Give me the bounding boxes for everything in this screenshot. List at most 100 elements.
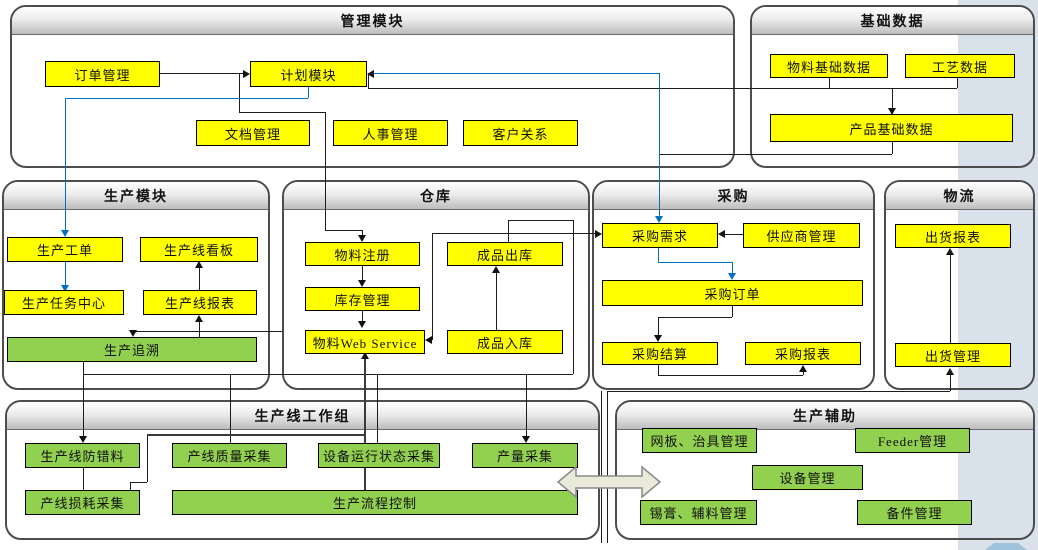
connector-line — [658, 375, 803, 376]
connector-line — [732, 262, 733, 273]
connector-arrowhead — [655, 216, 663, 223]
connector-line — [130, 482, 147, 483]
connector-line — [239, 112, 325, 113]
connector-line — [432, 233, 595, 234]
box-purchase-settlement: 采购结算 — [602, 342, 718, 365]
connector-arrowhead — [888, 108, 896, 115]
connector-arrowhead — [718, 230, 725, 238]
box-line-kanban: 生产线看板 — [140, 237, 258, 262]
connector-arrowhead — [358, 235, 366, 242]
box-supplier-management: 供应商管理 — [743, 223, 860, 248]
connector-line — [659, 73, 660, 216]
connector-line — [65, 261, 66, 285]
module-management: 管理模块 — [10, 5, 735, 168]
connector-line — [950, 375, 951, 391]
connector-arrowhead — [492, 266, 500, 273]
connector-line — [658, 248, 659, 262]
connector-line — [65, 98, 66, 230]
box-output-collection: 产量采集 — [472, 443, 578, 468]
box-line-report: 生产线报表 — [143, 290, 257, 315]
connector-line — [362, 230, 363, 236]
connector-line — [362, 266, 363, 280]
connector-line — [725, 234, 743, 235]
connector-line — [199, 322, 200, 337]
connector-line — [130, 482, 131, 490]
connector-line — [160, 73, 246, 74]
connector-arrowhead — [195, 315, 203, 322]
connector-arrowhead — [654, 335, 662, 342]
connector-line — [83, 362, 84, 374]
connector-line — [83, 374, 573, 375]
connector-line — [601, 391, 602, 543]
connector-line — [199, 268, 200, 292]
box-material-base-data: 物料基础数据 — [770, 54, 888, 78]
box-production-task-center: 生产任务中心 — [4, 290, 124, 315]
box-finished-inbound: 成品入库 — [447, 330, 563, 354]
module-purchase: 采购 — [592, 180, 875, 390]
module-production: 生产模块 — [2, 180, 270, 390]
module-line-workgroup-title: 生产线工作组 — [7, 402, 598, 430]
connector-arrowhead — [522, 436, 530, 443]
box-equipment-status-collection: 设备运行状态采集 — [318, 443, 440, 468]
connector-line — [230, 374, 231, 443]
box-product-base-data: 产品基础数据 — [770, 114, 1013, 142]
box-line-error-proofing: 生产线防错料 — [25, 443, 140, 468]
connector-line — [239, 74, 240, 112]
connector-line — [658, 317, 659, 335]
connector-line — [362, 311, 363, 321]
box-line-quality-collection: 产线质量采集 — [172, 443, 287, 468]
box-inventory-management: 库存管理 — [305, 287, 420, 311]
connector-arrowhead — [358, 321, 366, 328]
connector-arrowhead — [367, 70, 374, 78]
module-purchase-title: 采购 — [594, 182, 873, 210]
connector-line — [803, 372, 804, 375]
connector-arrowhead — [358, 280, 366, 287]
connector-line — [133, 331, 282, 332]
connector-line — [377, 374, 378, 443]
connector-arrowhead — [946, 368, 954, 375]
box-purchase-order: 采购订单 — [602, 280, 863, 306]
connector-line — [368, 74, 369, 88]
connector-line — [659, 154, 892, 155]
connector-arrowhead — [425, 336, 432, 344]
connector-arrowhead — [129, 330, 137, 337]
connector-line — [147, 434, 365, 436]
connector-line — [892, 142, 893, 154]
connector-line — [658, 262, 732, 263]
connector-line — [658, 317, 732, 318]
module-line-workgroup: 生产线工作组 — [5, 400, 600, 540]
connector-arrowhead — [799, 365, 807, 372]
box-purchase-report: 采购报表 — [745, 342, 861, 365]
connector-arrowhead — [195, 261, 203, 268]
connector-line — [83, 468, 84, 490]
connector-line — [607, 391, 950, 392]
connector-arrowhead — [243, 70, 250, 78]
connector-line — [732, 306, 733, 317]
box-feeder-management: Feeder管理 — [855, 428, 970, 453]
connector-line — [658, 365, 659, 375]
connector-arrowhead — [728, 273, 736, 280]
box-stencil-fixture-management: 网板、治具管理 — [642, 428, 757, 453]
connector-line — [957, 78, 958, 88]
module-production-title: 生产模块 — [4, 182, 268, 210]
box-plan-module: 计划模块 — [250, 61, 367, 87]
background-band — [958, 0, 1038, 550]
connector-line — [496, 273, 497, 330]
box-line-loss-collection: 产线损耗采集 — [25, 490, 140, 515]
box-shipment-report: 出货报表 — [895, 224, 1011, 248]
module-management-title: 管理模块 — [12, 7, 733, 35]
connector-line — [147, 435, 148, 482]
module-logistics-title: 物流 — [886, 182, 1033, 210]
connector-line — [508, 220, 509, 242]
connector-line — [508, 220, 573, 221]
connector-line — [829, 78, 830, 88]
module-warehouse-title: 仓库 — [284, 182, 588, 210]
connector-line — [65, 98, 308, 99]
connector-line — [526, 374, 527, 436]
box-document-management: 文档管理 — [196, 120, 310, 146]
connector-line — [432, 233, 433, 340]
box-hr-management: 人事管理 — [333, 120, 448, 146]
box-material-registration: 物料注册 — [305, 242, 420, 266]
box-purchase-demand: 采购需求 — [602, 223, 718, 248]
module-logistics: 物流 — [884, 180, 1035, 390]
